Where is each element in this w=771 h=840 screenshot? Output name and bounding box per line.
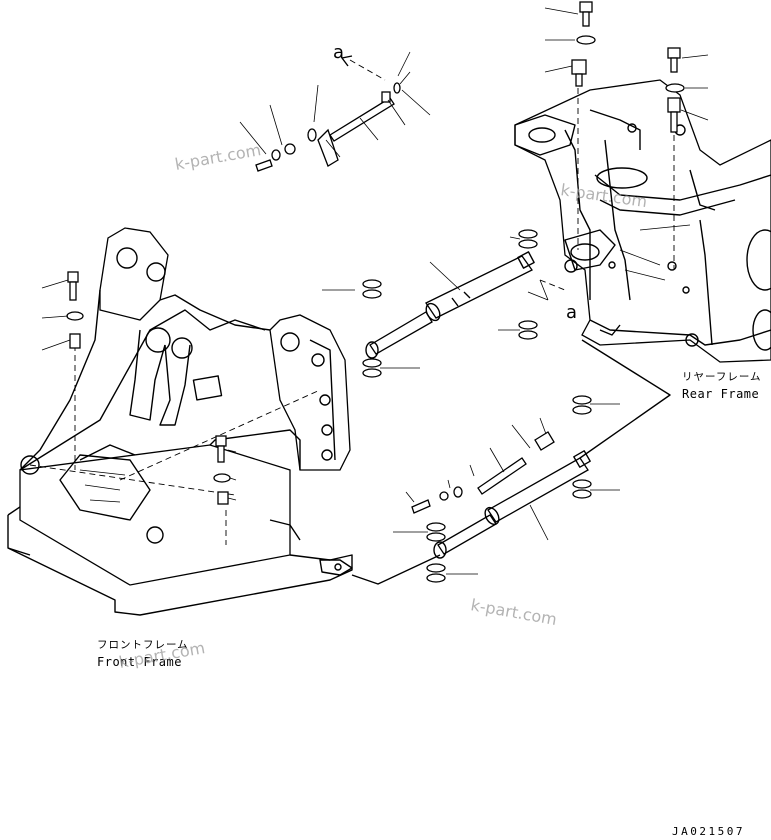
front-frame-label-jp: フロントフレーム: [97, 639, 189, 651]
rear-frame-label-jp: リヤーフレーム: [682, 371, 762, 383]
reference-arrows: [341, 55, 566, 291]
ref-letter-a-lower: a: [566, 302, 577, 323]
ref-letter-a-upper: a: [333, 42, 344, 63]
leader-lines: [41, 7, 709, 575]
lower-steering-cylinder: [433, 450, 591, 559]
watermark: k-part.com: [469, 595, 558, 629]
centerlines: [29, 88, 675, 585]
drawing-code: JA021507: [672, 825, 745, 838]
front-frame: [7, 227, 353, 616]
hardware: [66, 1, 685, 583]
front-frame-label-en: Front Frame: [97, 655, 182, 669]
rear-frame: [514, 79, 771, 363]
rear-frame-label-en: Rear Frame: [682, 387, 759, 401]
watermark: k-part.com: [173, 140, 262, 174]
upper-steering-cylinder: [365, 251, 535, 359]
